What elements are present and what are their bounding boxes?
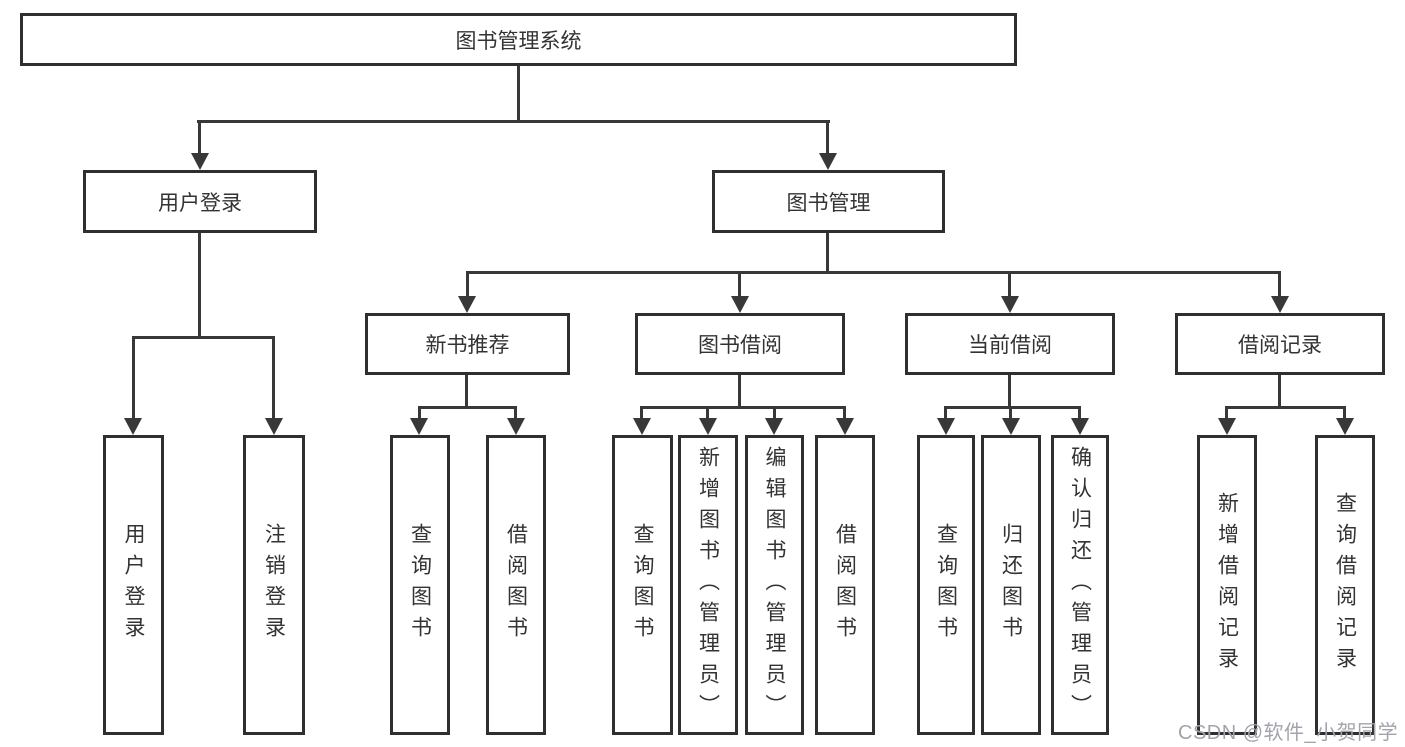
leaf-user-login: 用户登录 — [103, 435, 164, 735]
connector-line-vertical — [1278, 375, 1281, 406]
node-label: 借阅图书 — [504, 523, 528, 647]
connector-line-horizontal — [418, 406, 517, 409]
leaf-current-return-books: 归还图书 — [981, 435, 1041, 735]
node-label: 新书推荐 — [425, 334, 510, 357]
connector-line-vertical — [738, 271, 741, 298]
connector-line-vertical — [514, 406, 517, 418]
node-label: 查询图书 — [408, 523, 432, 647]
node-book-borrowing: 图书借阅 — [635, 313, 845, 375]
arrowhead-down — [458, 296, 476, 313]
leaf-current-confirm-return-admin: 确认归还（管理员） — [1051, 435, 1109, 735]
node-label: 用户登录 — [158, 191, 242, 215]
connector-line-vertical — [1278, 271, 1281, 298]
node-label: 用户登录 — [122, 523, 145, 647]
connector-line-vertical — [272, 336, 275, 418]
leaf-borrowing-query-books: 查询图书 — [612, 435, 673, 735]
node-label: 借阅图书 — [833, 523, 857, 647]
connector-line-vertical — [826, 233, 829, 271]
connector-line-vertical — [1008, 271, 1011, 298]
connector-line-vertical — [1343, 406, 1346, 418]
node-label: 查询借阅记录 — [1333, 492, 1357, 678]
arrowhead-down — [1218, 418, 1236, 435]
connector-line-vertical — [198, 233, 201, 336]
connector-line-vertical — [706, 406, 709, 418]
connector-line-vertical — [826, 120, 829, 155]
arrowhead-down — [265, 418, 283, 435]
node-label: 新增图书（管理员） — [696, 445, 720, 725]
connector-line-vertical — [1078, 406, 1081, 418]
node-user-login: 用户登录 — [83, 170, 317, 233]
arrowhead-down — [633, 418, 651, 435]
connector-line-vertical — [773, 406, 776, 418]
connector-line-vertical — [465, 375, 468, 406]
connector-line-vertical — [640, 406, 643, 418]
connector-line-horizontal — [641, 406, 846, 409]
leaf-borrowing-add-books-admin: 新增图书（管理员） — [678, 435, 738, 735]
node-label: 确认归还（管理员） — [1068, 445, 1092, 725]
arrowhead-down — [836, 418, 854, 435]
node-new-book-recommend: 新书推荐 — [365, 313, 570, 375]
arrowhead-down — [1002, 418, 1020, 435]
connector-line-vertical — [738, 375, 741, 406]
arrowhead-down — [937, 418, 955, 435]
arrowhead-down — [1271, 296, 1289, 313]
connector-line-horizontal — [945, 406, 1081, 409]
leaf-recommend-query-books: 查询图书 — [390, 435, 450, 735]
connector-line-vertical — [517, 66, 520, 120]
arrowhead-down — [765, 418, 783, 435]
node-label: 新增借阅记录 — [1215, 492, 1239, 678]
node-label: 查询图书 — [631, 523, 654, 647]
leaf-borrowing-borrow-books: 借阅图书 — [815, 435, 875, 735]
arrowhead-down — [124, 418, 142, 435]
connector-line-horizontal — [197, 120, 830, 123]
leaf-records-add-record: 新增借阅记录 — [1197, 435, 1257, 735]
connector-line-vertical — [418, 406, 421, 418]
node-library-system: 图书管理系统 — [20, 13, 1017, 66]
connector-line-horizontal — [132, 336, 275, 339]
arrowhead-down — [731, 296, 749, 313]
node-label: 图书管理系统 — [455, 29, 582, 53]
node-label: 借阅记录 — [1238, 334, 1322, 357]
node-label: 图书管理 — [786, 191, 871, 215]
leaf-records-query-record: 查询借阅记录 — [1315, 435, 1375, 735]
node-label: 归还图书 — [999, 523, 1023, 647]
arrowhead-down — [699, 418, 717, 435]
node-label: 当前借阅 — [968, 334, 1052, 357]
connector-line-horizontal — [1226, 406, 1346, 409]
node-current-borrowing: 当前借阅 — [905, 313, 1115, 375]
leaf-recommend-borrow-books: 借阅图书 — [486, 435, 546, 735]
arrowhead-down — [1071, 418, 1089, 435]
leaf-current-query-books: 查询图书 — [917, 435, 975, 735]
connector-line-vertical — [198, 120, 201, 155]
node-borrow-records: 借阅记录 — [1175, 313, 1385, 375]
connector-line-vertical — [1008, 375, 1011, 406]
connector-line-vertical — [1009, 406, 1012, 418]
node-label: 查询图书 — [934, 523, 958, 647]
node-label: 编辑图书（管理员） — [763, 445, 786, 725]
node-label: 图书借阅 — [698, 334, 782, 357]
connector-line-vertical — [1225, 406, 1228, 418]
arrowhead-down — [1001, 296, 1019, 313]
node-label: 注销登录 — [262, 523, 286, 647]
arrowhead-down — [191, 153, 209, 170]
connector-line-vertical — [466, 271, 469, 298]
arrowhead-down — [1336, 418, 1354, 435]
arrowhead-down — [410, 418, 428, 435]
leaf-borrowing-edit-books-admin: 编辑图书（管理员） — [745, 435, 804, 735]
connector-line-vertical — [944, 406, 947, 418]
node-book-management: 图书管理 — [712, 170, 945, 233]
arrowhead-down — [819, 153, 837, 170]
leaf-logout: 注销登录 — [243, 435, 305, 735]
connector-line-vertical — [843, 406, 846, 418]
csdn-watermark: CSDN @软件_小贺同学 — [1178, 722, 1399, 744]
arrowhead-down — [507, 418, 525, 435]
connector-line-vertical — [132, 336, 135, 418]
connector-line-horizontal — [466, 271, 1281, 274]
